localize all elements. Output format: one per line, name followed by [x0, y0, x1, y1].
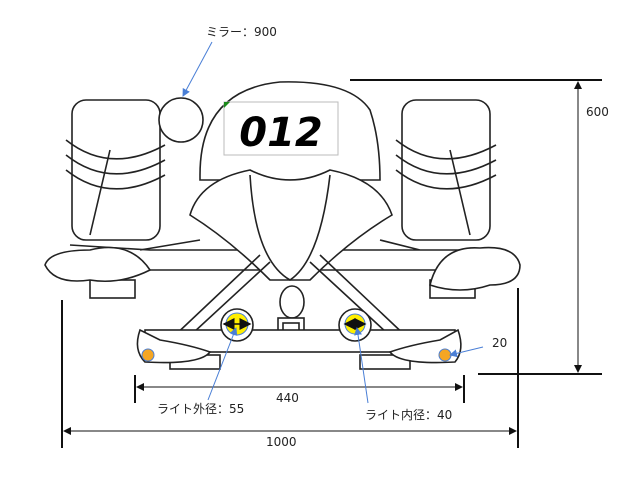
height-label: 600 [586, 105, 609, 119]
light-outer-label: ライト外径：55 [157, 402, 244, 416]
right-rear-tire [395, 99, 497, 241]
left-rear-tire [65, 99, 166, 241]
mirror-label: ミラー：900 [206, 25, 277, 39]
right-sidepod [429, 246, 521, 291]
indicator-size-label: 20 [492, 336, 507, 350]
front-cowl [189, 169, 393, 281]
plate-number: 012 [239, 110, 323, 156]
front-bumper [136, 328, 462, 370]
left-sidepod [44, 246, 152, 283]
light-span-label: 440 [276, 391, 299, 405]
indicator-left [141, 348, 155, 362]
total-width-label: 1000 [266, 435, 297, 449]
headlight-left [220, 308, 254, 342]
light-inner-label: ライト内径：40 [365, 408, 452, 422]
dimension-lines [61, 79, 602, 448]
number-plate [223, 101, 339, 156]
plate-corner-mark [224, 102, 230, 108]
indicator-right [438, 348, 452, 362]
mirror [158, 97, 204, 143]
headlight-right [338, 308, 372, 342]
leader-lines [182, 41, 484, 404]
